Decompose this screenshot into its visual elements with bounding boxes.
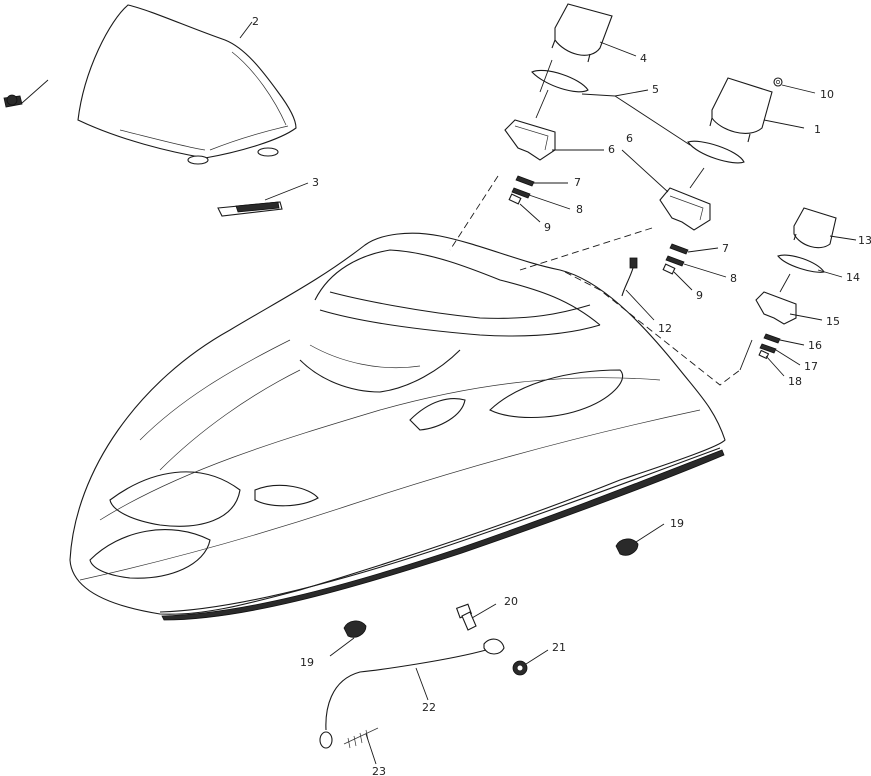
bulb-hardware-16-18 [758,333,781,360]
bolt-20 [455,603,477,631]
callout-6b: 6 [626,132,633,145]
callout-14: 14 [846,271,860,284]
callout-15: 15 [826,315,840,328]
callout-10: 10 [820,88,834,101]
callout-7a: 7 [574,176,581,189]
callout-3: 3 [312,176,319,189]
gauge-13 [793,207,837,249]
gauge-1 [709,77,773,143]
callout-6a: 6 [608,143,615,156]
callout-9a: 9 [544,221,551,234]
callout-18: 18 [788,375,802,388]
callout-4: 4 [640,52,647,65]
callout-13: 13 [858,234,871,247]
bulb-hardware-left [508,175,535,205]
wire-harness-12 [621,257,638,297]
bulb-hardware-right [662,243,689,275]
gauge-4 [551,3,613,63]
screw-23 [343,727,379,749]
callout-20: 20 [504,595,518,608]
callout-23: 23 [372,765,386,776]
callout-8b: 8 [730,272,737,285]
grommet-19-left [343,620,367,638]
callout-2: 2 [252,15,259,28]
callout-19b: 19 [300,656,314,669]
callout-12: 12 [658,322,672,335]
callout-21: 21 [552,641,566,654]
callout-9b: 9 [696,289,703,302]
gasket-5 [531,69,589,93]
assembly-lines [449,59,791,386]
bezel-15 [755,291,797,325]
callout-17: 17 [804,360,818,373]
bezel-6-left [504,119,556,161]
callout-5: 5 [652,83,659,96]
windshield [77,4,297,165]
tether-22 [319,638,505,749]
callout-1: 1 [814,123,821,136]
bezel-6-right [659,187,711,231]
nut-10 [773,77,783,87]
nut-21 [512,660,528,676]
part-3-rod [217,201,283,217]
gasket-14 [777,254,825,273]
callout-7b: 7 [722,242,729,255]
callout-8a: 8 [576,203,583,216]
gasket-5b [687,140,745,164]
callout-16: 16 [808,339,822,352]
callout-19a: 19 [670,517,684,530]
windshield-fastener [3,79,49,108]
grommet-19-right [615,538,639,556]
hood-body [69,232,726,621]
leader-lines [239,21,857,765]
callout-22: 22 [422,701,436,714]
